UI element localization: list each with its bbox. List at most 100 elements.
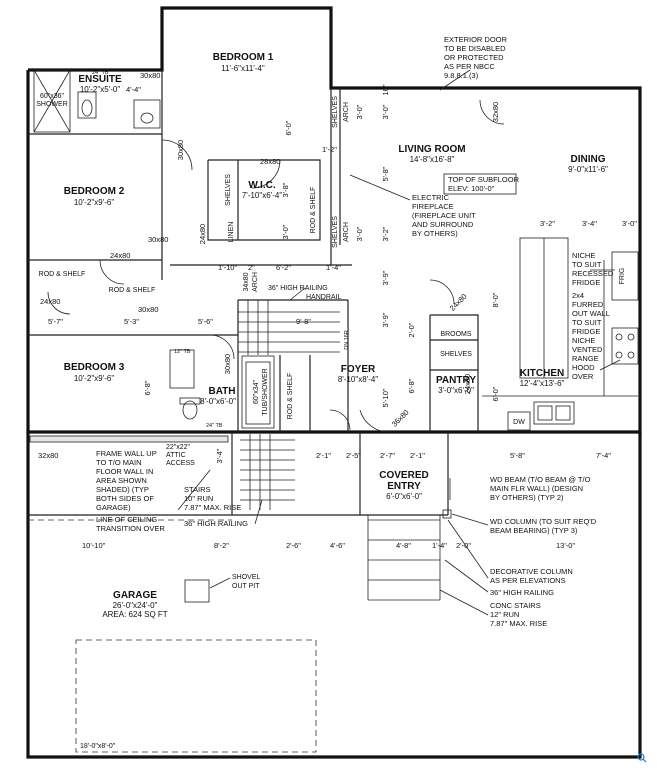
dim-3-8: 3'-8" xyxy=(281,182,290,197)
kitchen-dims: 12'-4"x13'-6" xyxy=(520,379,565,388)
dim-3-0-bed1: 3'-0" xyxy=(355,104,364,119)
entry-name-2: ENTRY xyxy=(387,481,421,492)
bath-rod-shelf: ROD & SHELF xyxy=(287,373,294,420)
arch-size: 34x80 xyxy=(243,272,250,291)
ensuite-name: ENSUITE xyxy=(78,74,122,85)
wic-dims: 7'-10"x6'-4" xyxy=(242,191,282,200)
bath-fixtures xyxy=(169,349,275,429)
tb12-bath: 12" TB xyxy=(174,349,191,355)
shower-size: 60"x36" xyxy=(40,93,65,100)
dim-5-8-kit: 5'-8" xyxy=(510,451,525,460)
dim-3-0-liv: 3'-0" xyxy=(381,104,390,119)
dim-8-2: 8'-2" xyxy=(214,541,229,550)
entry-stairs xyxy=(367,509,452,601)
dim-8-0-kit: 8'-0" xyxy=(491,292,500,307)
note-exterior-door: EXTERIOR DOOR TO BE DISABLED OR PROTECTE… xyxy=(444,35,509,80)
stairs-dn: DN 16R xyxy=(344,330,350,350)
dining-name: DINING xyxy=(571,154,606,165)
note-wd-beam: WD BEAM (T/O BEAM @ T/O MAIN FLR WALL) (… xyxy=(490,475,593,502)
bed2-rod-shelf: ROD & SHELF xyxy=(39,271,86,278)
kitchen-fixtures xyxy=(482,237,639,431)
dim-4-8: 4'-8" xyxy=(396,541,411,550)
dim-7-4: 7'-4" xyxy=(596,451,611,460)
dim-32x80-garage: 32x80 xyxy=(38,451,58,460)
handrail-label-2: HANDRAIL xyxy=(306,294,342,301)
bedroom3-dims: 10'-2"x9'-6" xyxy=(74,374,114,383)
dim-28x80: 28x80 xyxy=(260,157,280,166)
dim-2-5: 2'-5" xyxy=(346,451,361,460)
note-fireplace: ELECTRIC FIREPLACE (FIREPLACE UNIT AND S… xyxy=(412,193,478,238)
interior-stairs xyxy=(238,300,340,355)
dim-3-9-liv: 3'-9" xyxy=(381,270,390,285)
pantry-dims: 3'-0"x6'-0" xyxy=(438,386,474,395)
dim-1-4-entry: 1'-4" xyxy=(432,541,447,550)
dim-3-0-wic: 3'-0" xyxy=(281,224,290,239)
bedroom1-dims: 11'-6"x11'-4" xyxy=(221,64,265,73)
dim-13-0: 13'-0" xyxy=(556,541,575,550)
wic-shelves-2: SHELVES xyxy=(332,216,339,248)
bath-name: BATH xyxy=(208,386,235,397)
dim-3-0-kit: 3'-0" xyxy=(622,219,637,228)
dim-6-0-kit: 6'-0" xyxy=(491,386,500,401)
bedroom1-name: BEDROOM 1 xyxy=(213,52,274,63)
tub-label: TUB/SHOWER xyxy=(262,368,269,415)
pantry-name: PANTRY xyxy=(436,375,476,386)
dim-3-0-foyer: 3'-0" xyxy=(355,226,364,241)
note-decorative: DECORATIVE COLUMN AS PER ELEVATIONS xyxy=(490,567,575,585)
note-stairs: STAIRS 10" RUN 7.87" MAX. RISE xyxy=(184,485,241,512)
driveway-outline xyxy=(75,639,317,753)
dim-5-8-liv: 5'-8" xyxy=(381,166,390,181)
foyer-name: FOYER xyxy=(341,364,376,375)
dim-6-0-bed1: 6'-0" xyxy=(284,120,293,135)
note-conc-stairs: CONC STAIRS 12" RUN 7.87" MAX. RISE xyxy=(490,601,547,628)
dim-2-7: 2'-7" xyxy=(380,451,395,460)
dim-24x80-bed3: 24x80 xyxy=(40,297,60,306)
shovel-pit xyxy=(184,579,210,603)
shovel-line1: SHOVEL xyxy=(232,574,261,581)
dim-4-4: 4'-4" xyxy=(126,85,141,94)
ensuite-fixtures xyxy=(33,69,161,133)
fixture-labels: 60"x36" SHOWER 24" TB 60"x34" TUB/SHOWER… xyxy=(36,70,626,750)
dim-3-4-garage: 3'-4" xyxy=(215,448,224,463)
dim-30x80-bath: 30x80 xyxy=(223,354,232,374)
bedroom2-name: BEDROOM 2 xyxy=(64,186,125,197)
dim-10in: 10" xyxy=(381,84,390,95)
driveway-dims: 18'-0"x8'-0" xyxy=(80,743,116,750)
dim-1-4: 1'-4" xyxy=(326,263,341,272)
wic-name: W.I.C. xyxy=(248,180,275,191)
tb24-bath: 24" TB xyxy=(206,423,223,429)
dim-5-6: 5'-6" xyxy=(198,317,213,326)
bath-dims: 8'-0"x6'-0" xyxy=(200,397,236,406)
dim-5-10: 5'-10" xyxy=(381,388,390,407)
note-railing-stairs: 36" HIGH RAILING xyxy=(184,519,248,528)
wic-arch: ARCH xyxy=(343,222,350,242)
dim-3-2-liv: 3'-2" xyxy=(381,226,390,241)
dim-3-4-kit: 3'-4" xyxy=(582,219,597,228)
bed1-shelves: SHELVES xyxy=(332,96,339,128)
interior-walls xyxy=(28,70,479,516)
tub-size: 60"x34" xyxy=(253,379,260,404)
brooms-label: BROOMS xyxy=(440,331,471,338)
dim-5-7: 5'-7" xyxy=(48,317,63,326)
garage-name: GARAGE xyxy=(113,590,157,601)
dim-3-2-kit: 3'-2" xyxy=(540,219,555,228)
note-furred: 2x4 FURRED OUT WALL TO SUIT FRIDGE NICHE xyxy=(572,291,612,345)
dim-32x80-dining: 32x80 xyxy=(491,102,500,122)
dim-3-9-foyer: 3'-9" xyxy=(381,312,390,327)
attic-line3: ACCESS xyxy=(166,460,195,467)
shower-label: SHOWER xyxy=(36,101,68,108)
garage-dims: 26'-0"x24'-0" xyxy=(113,601,158,610)
frame-wall-shaded xyxy=(29,435,229,443)
magnifier-icon[interactable] xyxy=(637,753,647,763)
wic-rod-shelf: ROD & SHELF xyxy=(310,187,317,234)
wic-shelves: SHELVES xyxy=(225,174,232,206)
dim-6-2: 6'-2" xyxy=(276,263,291,272)
living-dims: 14'-8"x16'-8" xyxy=(410,155,455,164)
dim-5-3: 5'-3" xyxy=(124,317,139,326)
dim-24x80-brooms: 24x80 xyxy=(448,292,469,313)
dim-2-6: 2'-6" xyxy=(286,541,301,550)
handrail-label-1: 36" HIGH RAILING xyxy=(268,285,328,292)
dim-10-10: 10'-10" xyxy=(82,541,106,550)
dim-24x80-pantry: 24x80 xyxy=(463,374,472,394)
notes: EXTERIOR DOOR TO BE DISABLED OR PROTECTE… xyxy=(96,35,614,628)
